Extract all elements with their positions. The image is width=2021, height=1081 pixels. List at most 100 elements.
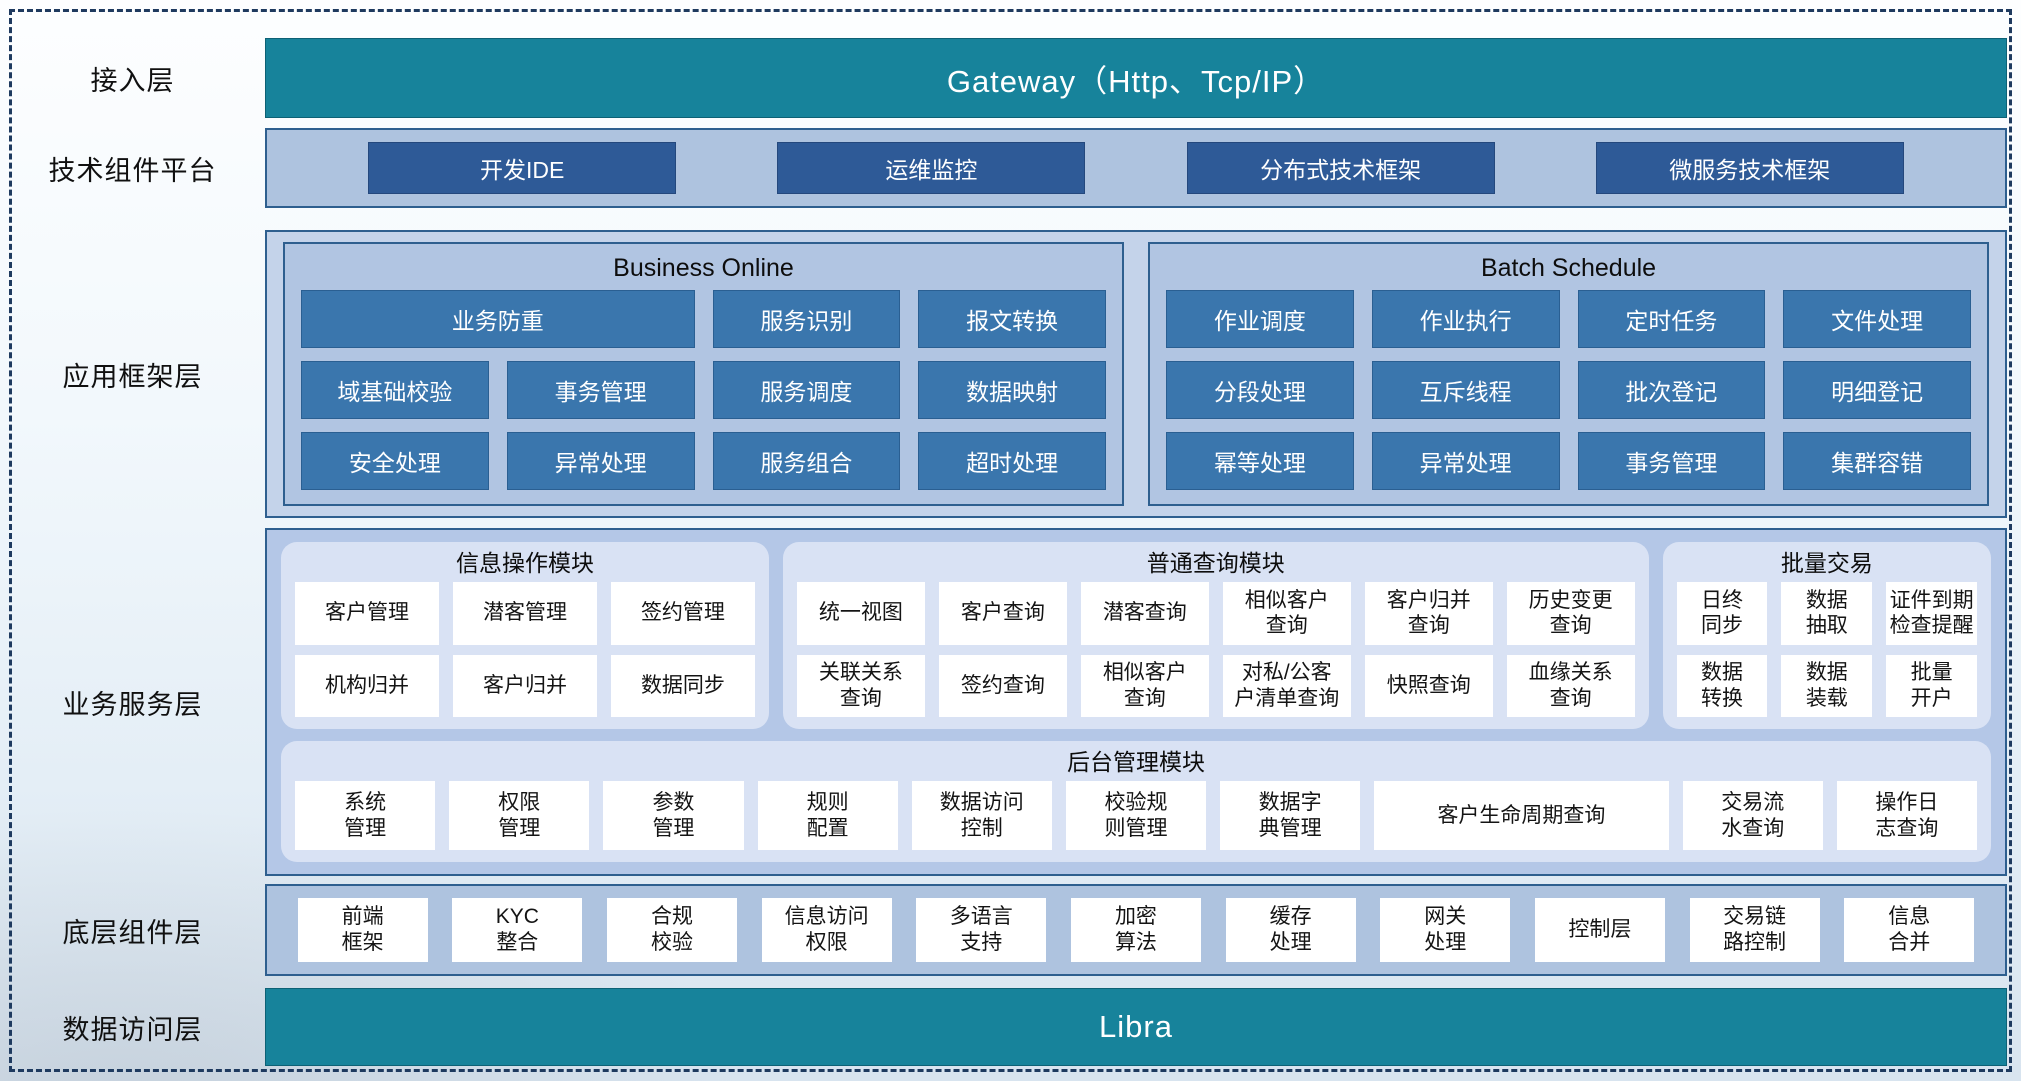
batch-schedule-panel: Batch Schedule 作业调度 作业执行 定时任务 文件处理 分段处理 … <box>1148 242 1989 506</box>
base-cell: 多语言 支持 <box>916 898 1047 962</box>
service-cell: 批量 开户 <box>1886 654 1977 718</box>
layer-label-base-component: 底层组件层 <box>62 917 203 948</box>
fw-cell: 服务调度 <box>712 361 901 419</box>
fw-cell: 集群容错 <box>1783 432 1971 490</box>
fw-cell: 异常处理 <box>1371 432 1560 490</box>
base-cell: 加密 算法 <box>1070 898 1201 962</box>
service-cell: 系统 管理 <box>295 781 436 850</box>
service-cell: 机构归并 <box>295 654 439 718</box>
layer-base-component: 底层组件层 前端 框架 KYC 整合 合规 校验 信息访问 权限 多语言 支持 … <box>0 884 2007 976</box>
layer-label-business-service: 业务服务层 <box>62 689 203 720</box>
info-operation-grid: 客户管理 潜客管理 签约管理 机构归并 客户归并 数据同步 <box>295 582 755 718</box>
service-cell: 客户归并 查询 <box>1364 582 1493 645</box>
business-online-title: Business Online <box>613 254 794 282</box>
fw-cell: 异常处理 <box>506 432 695 490</box>
business-service-top-row: 信息操作模块 客户管理 潜客管理 签约管理 机构归并 客户归并 数据同步 <box>281 542 1991 730</box>
tech-box-microservice-framework: 微服务技术框架 <box>1595 142 1904 194</box>
batch-schedule-grid: 作业调度 作业执行 定时任务 文件处理 分段处理 互斥线程 批次登记 明细登记 … <box>1166 290 1971 490</box>
service-cell: 历史变更 查询 <box>1506 582 1635 645</box>
base-cell: 网关 处理 <box>1380 898 1511 962</box>
service-cell: 操作日 志查询 <box>1836 781 1977 850</box>
service-cell: 数据 抽取 <box>1781 582 1873 645</box>
fw-cell: 服务组合 <box>712 432 901 490</box>
layer-label-data-access: 数据访问层 <box>62 1014 203 1045</box>
service-cell: 关联关系 查询 <box>796 654 925 718</box>
admin-module-grid: 系统 管理 权限 管理 参数 管理 规则 配置 数据访问 控制 校验规 则管理 … <box>295 781 1977 850</box>
service-cell: 校验规 则管理 <box>1065 781 1207 850</box>
service-cell: 签约查询 <box>938 654 1067 718</box>
base-cell: 控制层 <box>1534 898 1665 962</box>
base-cell: KYC 整合 <box>452 898 583 962</box>
service-cell: 数据访问 控制 <box>911 781 1052 850</box>
service-cell: 数据 转换 <box>1676 654 1768 718</box>
service-cell: 交易流 水查询 <box>1682 781 1823 850</box>
service-cell: 权限 管理 <box>449 781 590 850</box>
base-cell: 交易链 路控制 <box>1689 898 1820 962</box>
fw-cell: 事务管理 <box>506 361 695 419</box>
layer-data-access: 数据访问层 Libra <box>0 988 2007 1066</box>
batch-transaction-grid: 日终 同步 数据 抽取 证件到期 检查提醒 数据 转换 数据 装载 批量 开户 <box>1676 582 1977 718</box>
fw-cell: 事务管理 <box>1577 432 1766 490</box>
service-cell: 快照查询 <box>1364 654 1493 718</box>
service-cell: 潜客管理 <box>452 582 597 645</box>
layer-app-framework: 应用框架层 Business Online 业务防重 服务识别 报文转换 域基础… <box>0 230 2007 518</box>
tech-box-dev-ide: 开发IDE <box>368 142 677 194</box>
service-cell: 客户归并 <box>452 654 597 718</box>
service-cell: 血缘关系 查询 <box>1506 654 1635 718</box>
fw-cell: 定时任务 <box>1577 290 1766 348</box>
gateway-bar: Gateway（Http、Tcp/IP） <box>265 38 2007 118</box>
batch-transaction-module: 批量交易 日终 同步 数据 抽取 证件到期 检查提醒 数据 转换 数据 装载 批… <box>1662 542 1991 730</box>
app-framework-container: Business Online 业务防重 服务识别 报文转换 域基础校验 事务管… <box>265 230 2007 518</box>
admin-module: 后台管理模块 系统 管理 权限 管理 参数 管理 规则 配置 数据访问 控制 校… <box>281 741 1991 862</box>
tech-platform-band: 开发IDE 运维监控 分布式技术框架 微服务技术框架 <box>265 128 2007 208</box>
fw-cell: 作业调度 <box>1166 290 1354 348</box>
general-query-module: 普通查询模块 统一视图 客户查询 潜客查询 相似客户 查询 客户归并 查询 历史… <box>782 542 1649 730</box>
fw-cell: 数据映射 <box>918 361 1106 419</box>
batch-transaction-title: 批量交易 <box>1780 550 1873 576</box>
tech-box-distributed-framework: 分布式技术框架 <box>1186 142 1495 194</box>
general-query-title: 普通查询模块 <box>1146 550 1285 576</box>
layer-label-tech-platform: 技术组件平台 <box>48 155 217 186</box>
fw-cell: 批次登记 <box>1577 361 1766 419</box>
service-cell: 统一视图 <box>796 582 925 645</box>
service-cell: 日终 同步 <box>1676 582 1768 645</box>
business-online-grid: 业务防重 服务识别 报文转换 域基础校验 事务管理 服务调度 数据映射 安全处理… <box>301 290 1106 490</box>
base-component-band: 前端 框架 KYC 整合 合规 校验 信息访问 权限 多语言 支持 加密 算法 … <box>265 884 2007 976</box>
layer-label-access: 接入层 <box>90 65 175 96</box>
fw-cell: 文件处理 <box>1783 290 1971 348</box>
fw-cell: 报文转换 <box>918 290 1106 348</box>
info-operation-title: 信息操作模块 <box>455 550 594 576</box>
libra-bar: Libra <box>265 988 2007 1066</box>
fw-cell: 安全处理 <box>301 432 489 490</box>
fw-cell: 超时处理 <box>918 432 1106 490</box>
base-cell: 信息 合并 <box>1844 898 1975 962</box>
service-cell: 客户查询 <box>938 582 1067 645</box>
fw-cell: 服务识别 <box>712 290 901 348</box>
service-cell: 客户生命周期查询 <box>1374 781 1669 850</box>
service-cell: 客户管理 <box>295 582 439 645</box>
service-cell: 对私/公客 户清单查询 <box>1222 654 1351 718</box>
service-cell: 数据同步 <box>610 654 755 718</box>
fw-cell: 明细登记 <box>1783 361 1971 419</box>
service-cell: 规则 配置 <box>757 781 898 850</box>
service-cell: 潜客查询 <box>1080 582 1209 645</box>
layer-access: 接入层 Gateway（Http、Tcp/IP） <box>0 38 2007 118</box>
service-cell: 签约管理 <box>610 582 755 645</box>
general-query-grid: 统一视图 客户查询 潜客查询 相似客户 查询 客户归并 查询 历史变更 查询 关… <box>796 582 1635 718</box>
base-cell: 前端 框架 <box>297 898 428 962</box>
fw-cell: 作业执行 <box>1371 290 1560 348</box>
fw-cell: 域基础校验 <box>301 361 489 419</box>
fw-cell: 幂等处理 <box>1166 432 1354 490</box>
base-cell: 信息访问 权限 <box>761 898 892 962</box>
admin-module-title: 后台管理模块 <box>1067 749 1205 776</box>
business-online-panel: Business Online 业务防重 服务识别 报文转换 域基础校验 事务管… <box>283 242 1124 506</box>
batch-schedule-title: Batch Schedule <box>1480 254 1657 282</box>
service-cell: 相似客户 查询 <box>1080 654 1209 718</box>
service-cell: 参数 管理 <box>603 781 744 850</box>
info-operation-module: 信息操作模块 客户管理 潜客管理 签约管理 机构归并 客户归并 数据同步 <box>281 542 769 730</box>
layer-label-app-framework: 应用框架层 <box>62 361 203 392</box>
tech-box-ops-monitor: 运维监控 <box>777 142 1086 194</box>
service-cell: 证件到期 检查提醒 <box>1886 582 1977 645</box>
layer-business-service: 业务服务层 信息操作模块 客户管理 潜客管理 签约管理 机构归并 客户归并 <box>0 528 2007 876</box>
